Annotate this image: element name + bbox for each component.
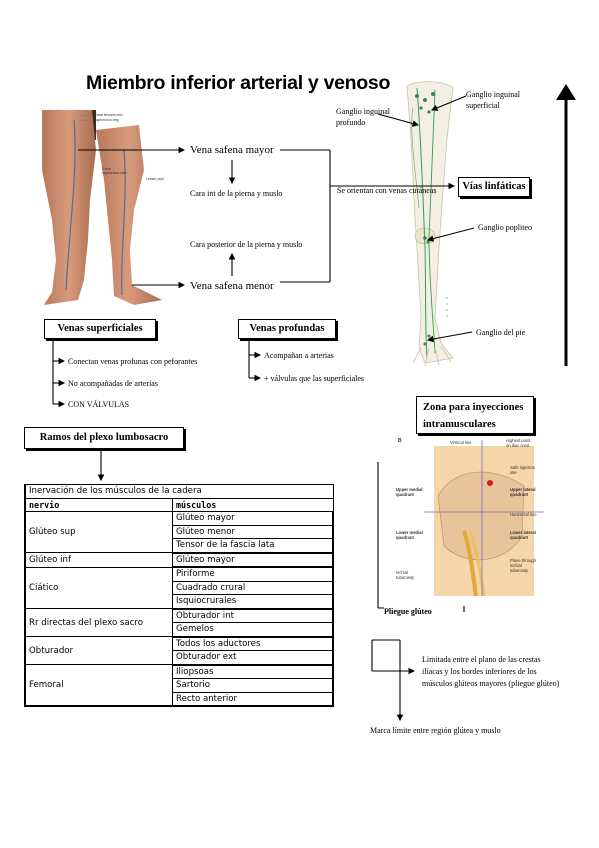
nervio-cell: Rr directas del plexo sacro xyxy=(24,608,173,637)
table-row: Isquiocrurales xyxy=(25,594,334,610)
musculo-cell: Cuadrado crural xyxy=(172,580,334,595)
page-title: Miembro inferior arterial y venoso xyxy=(86,72,391,94)
musculo-cell: Sartorio xyxy=(172,678,334,693)
nervio-cell: Femoral xyxy=(24,664,173,707)
nervio-cell: Glúteo sup xyxy=(24,511,173,553)
lymph-leg-illustration xyxy=(406,81,454,367)
label-vena-safena-mayor: Vena safena mayor xyxy=(190,144,274,156)
label-vena-safena-menor: Vena safena menor xyxy=(190,280,274,292)
table-header-row: nervio músculos xyxy=(24,497,334,512)
svg-text:site: site xyxy=(510,470,517,475)
musculo-cell: Piriforme xyxy=(172,566,334,582)
label-pliegue-gluteo: Pliegue glúteo xyxy=(384,607,432,616)
svg-text:ischial: ischial xyxy=(510,563,522,568)
svg-text:saphenous vein: saphenous vein xyxy=(102,171,127,175)
svg-text:Lower lateral: Lower lateral xyxy=(510,530,536,535)
svg-text:Highest point: Highest point xyxy=(506,438,531,443)
svg-text:Great femoral vein: Great femoral vein xyxy=(94,113,123,117)
label-ganglio-del-pie: Ganglio del pie xyxy=(476,328,526,337)
svg-text:tuberosity: tuberosity xyxy=(396,575,415,580)
plexo-heading-box: Ramos del plexo lumbosacro xyxy=(24,427,184,449)
svg-text:Plane through: Plane through xyxy=(510,558,537,563)
svg-text:Upper lateral: Upper lateral xyxy=(510,487,536,492)
table-row: Obturador Todos los aductores xyxy=(24,636,334,665)
leg-photo-illustration: Great femoral vein Saphenous ring Greats… xyxy=(34,110,164,310)
svg-text:quadrant: quadrant xyxy=(510,492,529,497)
svg-text:Vertical line: Vertical line xyxy=(450,440,472,445)
plexo-heading: Ramos del plexo lumbosacro xyxy=(39,432,169,443)
venas-profundas-heading: Venas profundas xyxy=(249,323,325,334)
inyecciones-heading-box: Zona para inyecciones intramusculares xyxy=(416,396,534,434)
musculo-cell: Isquiocrurales xyxy=(172,594,334,610)
table-row: Obturador ext xyxy=(25,650,334,666)
musculo-cell: Obturador ext xyxy=(172,650,334,666)
label-ganglio-inguinal-profundo: Ganglio inguinal profundo xyxy=(336,107,390,127)
col-musculos-header: músculos xyxy=(172,497,334,512)
svg-text:quadrant: quadrant xyxy=(396,535,415,540)
svg-text:tuberosity: tuberosity xyxy=(510,568,529,573)
table-row: Glúteo inf Glúteo mayor xyxy=(24,552,334,568)
label-cara-post: Cara posterior de la pierna y muslo xyxy=(190,240,303,249)
svg-text:Safe injection: Safe injection xyxy=(510,465,536,470)
table-title-row: Inervación de los músculos de la cadera xyxy=(24,484,334,499)
musculo-cell: Recto anterior xyxy=(172,691,334,707)
svg-text:Great: Great xyxy=(102,167,111,171)
venas-superficiales-heading: Venas superficiales xyxy=(57,323,143,334)
musculo-cell: Iliopsoas xyxy=(172,664,334,679)
table-row: Rr directas del plexo sacro Obturador in… xyxy=(24,608,334,637)
musculo-cell: Obturador int xyxy=(172,608,334,623)
inyecciones-heading-line: Zona para inyecciones xyxy=(423,402,524,413)
svg-text:quadrant: quadrant xyxy=(396,492,415,497)
gluteal-injection-figure: B Vertical line Highest point on iliac c… xyxy=(394,436,554,606)
table-row: Tensor de la fascia lata xyxy=(25,538,334,554)
label-cara-int: Cara int de la pierna y muslo xyxy=(190,189,283,198)
vias-linfaticas-label: Vías linfáticas xyxy=(462,181,526,192)
musculo-cell: Tensor de la fascia lata xyxy=(172,538,334,554)
svg-text:Lower medial: Lower medial xyxy=(396,530,423,535)
table-row: Gemelos xyxy=(25,622,334,638)
innervation-table: Inervación de los músculos de la cadera … xyxy=(24,484,334,707)
svg-text:Saphenous ring: Saphenous ring xyxy=(94,118,119,122)
svg-text:Ischial: Ischial xyxy=(396,570,408,575)
label-marca-limite: Marca límite entre región glútea y muslo xyxy=(370,726,501,735)
label-orientan: Se orientan con venas cutáneas xyxy=(337,186,437,195)
table-row: Glúteo sup Glúteo mayor xyxy=(24,511,334,553)
venas-profundas-item: + válvulas que las superficiales xyxy=(264,374,365,383)
table-row: Recto anterior xyxy=(25,691,334,707)
venas-profundas-box: Venas profundas xyxy=(238,319,336,339)
svg-text:Horizontal line: Horizontal line xyxy=(510,512,537,517)
vias-linfaticas-box: Vías linfáticas xyxy=(458,177,530,197)
svg-text:Upper medial: Upper medial xyxy=(396,487,423,492)
venas-profundas-item: Acompañan a arterias xyxy=(264,351,334,360)
label-limitada: Limitada entre el plano de las crestas i… xyxy=(422,655,560,688)
musculo-cell: Glúteo menor xyxy=(172,524,334,539)
table-row: Femoral Iliopsoas xyxy=(24,664,334,707)
nervio-cell: Obturador xyxy=(24,636,173,665)
nervio-cell: Glúteo inf xyxy=(24,552,173,568)
venas-superficiales-item: Conectan venas profunas con peforantes xyxy=(68,357,198,366)
label-ganglio-popliteo: Ganglio popliteo xyxy=(478,223,532,232)
figure-letter: B xyxy=(398,438,402,444)
musculo-cell: Glúteo mayor xyxy=(172,511,334,526)
table-title: Inervación de los músculos de la cadera xyxy=(24,484,334,499)
inyecciones-heading-line: intramusculares xyxy=(423,419,496,430)
svg-text:on iliac crest: on iliac crest xyxy=(506,443,530,448)
musculo-cell: Todos los aductores xyxy=(172,636,334,651)
venas-superficiales-box: Venas superficiales xyxy=(44,319,156,339)
venas-superficiales-item: No acompañadas de arterias xyxy=(68,379,158,388)
musculo-cell: Glúteo mayor xyxy=(172,552,334,568)
svg-text:Lesser popliteal vein: Lesser popliteal vein xyxy=(146,177,164,181)
table-row: Ciático Piriforme xyxy=(24,566,334,609)
nervio-cell: Ciático xyxy=(24,566,173,609)
label-ganglio-inguinal-superficial: Ganglio inguinal superficial xyxy=(466,90,520,110)
musculo-cell: Gemelos xyxy=(172,622,334,638)
svg-text:quadrant: quadrant xyxy=(510,535,529,540)
venas-superficiales-item: CON VÁLVULAS xyxy=(68,400,130,409)
col-nervio-header: nervio xyxy=(24,497,173,512)
